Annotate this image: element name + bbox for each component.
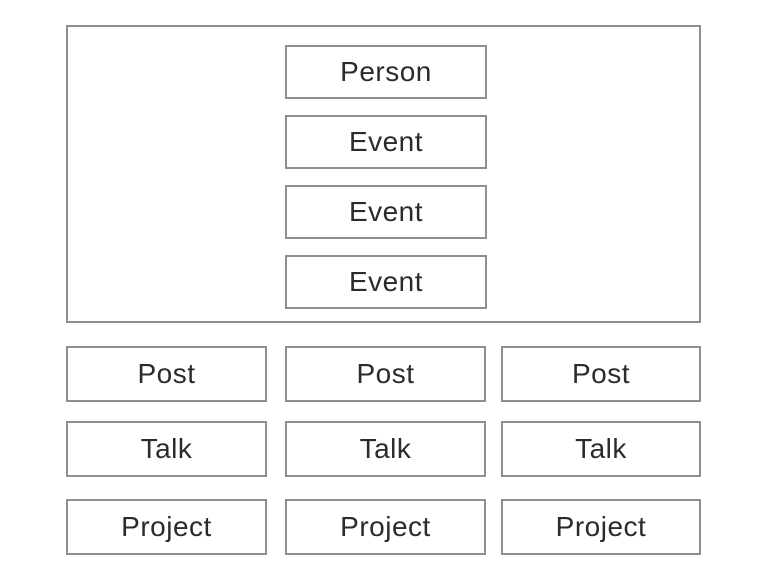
post-box-label: Post [571,358,631,389]
talk-box-label: Talk [140,433,193,464]
event-box-label: Event [348,266,424,297]
post-box: Post [501,346,701,402]
talk-box: Talk [285,421,486,477]
event-box: Event [285,115,487,169]
event-box: Event [285,255,487,309]
project-box-label: Project [121,511,212,542]
project-box: Project [66,499,267,555]
project-box: Project [285,499,486,555]
talk-box-label: Talk [575,433,627,464]
talk-box: Talk [66,421,267,477]
post-box-label: Post [137,358,196,389]
project-box-label: Project [340,511,431,542]
post-box-label: Post [356,358,415,389]
person-box: Person [285,45,487,99]
person-events-container-box: Person Event Event Event [66,25,701,323]
person-box-label: Person [340,56,432,87]
post-box: Post [285,346,486,402]
talk-box: Talk [501,421,701,477]
event-box-label: Event [348,126,424,157]
event-box: Event [285,185,487,239]
talk-box-label: Talk [359,433,412,464]
project-box-label: Project [555,511,647,542]
event-box-label: Event [348,196,424,227]
project-box: Project [501,499,701,555]
post-box: Post [66,346,267,402]
